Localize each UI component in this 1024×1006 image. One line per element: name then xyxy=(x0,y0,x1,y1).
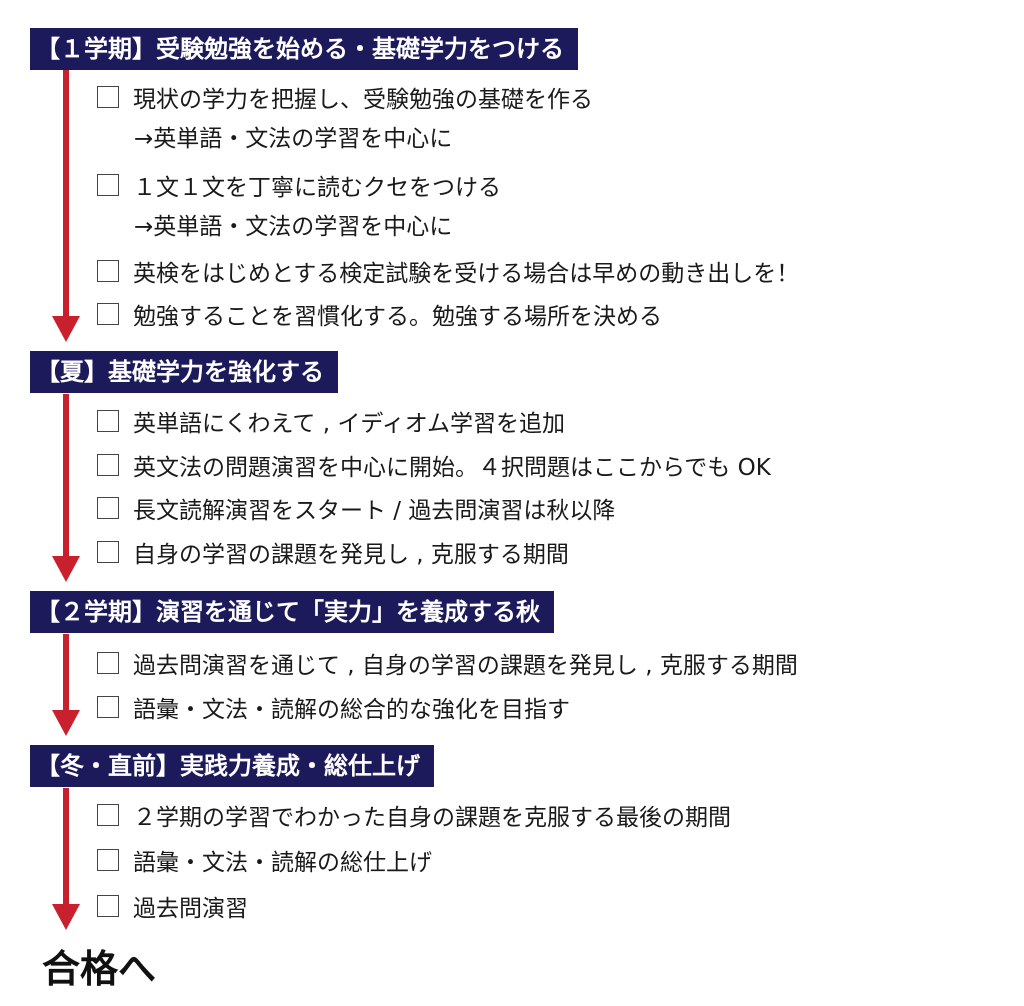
checklist-item: 英文法の問題演習を中心に開始。４択問題はここからでも OK xyxy=(97,450,771,481)
checkbox[interactable] xyxy=(97,541,119,563)
arrow-term1 xyxy=(52,70,80,342)
header-summer: 【夏】基礎学力を強化する xyxy=(30,351,338,393)
checkbox[interactable] xyxy=(97,174,119,196)
item-text: 語彙・文法・読解の総合的な強化を目指す xyxy=(133,697,570,723)
arrow-winter xyxy=(52,788,80,932)
item-subnote: →英単語・文法の学習を中心に xyxy=(134,214,453,240)
checkbox[interactable] xyxy=(97,303,119,325)
checkbox[interactable] xyxy=(97,454,119,476)
arrow-term2 xyxy=(52,634,80,736)
checklist-item: 英検をはじめとする検定試験を受ける場合は早めの動き出しを！ xyxy=(97,256,800,287)
arrow-summer xyxy=(52,394,80,582)
checkbox[interactable] xyxy=(97,895,119,917)
item-text: 英検をはじめとする検定試験を受ける場合は早めの動き出しを！ xyxy=(133,261,800,287)
item-text: 長文読解演習をスタート / 過去問演習は秋以降 xyxy=(133,498,616,524)
item-text: 現状の学力を把握し、受験勉強の基礎を作る xyxy=(133,87,593,113)
checklist-item: ２学期の学習でわかった自身の課題を克服する最後の期間 xyxy=(97,800,731,831)
checklist-item: 英単語にくわえて , イディオム学習を追加 xyxy=(97,406,566,437)
checkbox[interactable] xyxy=(97,497,119,519)
checklist-item: 語彙・文法・読解の総仕上げ xyxy=(97,845,432,876)
item-text: 過去問演習 xyxy=(133,896,248,922)
checkbox[interactable] xyxy=(97,410,119,432)
header-term1: 【１学期】受験勉強を始める・基礎学力をつける xyxy=(30,28,578,70)
checklist-item: 長文読解演習をスタート / 過去問演習は秋以降 xyxy=(97,493,616,524)
item-text: ２学期の学習でわかった自身の課題を克服する最後の期間 xyxy=(133,805,731,831)
item-text: 自身の学習の課題を発見し , 克服する期間 xyxy=(133,542,569,568)
item-text: 過去問演習を通じて , 自身の学習の課題を発見し , 克服する期間 xyxy=(133,653,798,679)
header-term2: 【２学期】演習を通じて「実力」を養成する秋 xyxy=(30,591,554,633)
checkbox[interactable] xyxy=(97,652,119,674)
header-winter: 【冬・直前】実践力養成・総仕上げ xyxy=(30,745,434,787)
checklist-item: １文１文を丁寧に読むクセをつける xyxy=(97,170,501,201)
item-text: 語彙・文法・読解の総仕上げ xyxy=(133,850,432,876)
checkbox[interactable] xyxy=(97,260,119,282)
checklist-item: 過去問演習 xyxy=(97,891,248,922)
checkbox[interactable] xyxy=(97,849,119,871)
item-text: 英文法の問題演習を中心に開始。４択問題はここからでも OK xyxy=(133,455,771,481)
item-text: １文１文を丁寧に読むクセをつける xyxy=(133,175,501,201)
checkbox[interactable] xyxy=(97,696,119,718)
item-text: 勉強することを習慣化する。勉強する場所を決める xyxy=(133,304,662,330)
checkbox[interactable] xyxy=(97,804,119,826)
item-text: 英単語にくわえて , イディオム学習を追加 xyxy=(133,411,566,437)
goal-text: 合格へ xyxy=(42,947,157,991)
checklist-item: 語彙・文法・読解の総合的な強化を目指す xyxy=(97,692,570,723)
checklist-item: 現状の学力を把握し、受験勉強の基礎を作る xyxy=(97,82,593,113)
checklist-item: 自身の学習の課題を発見し , 克服する期間 xyxy=(97,537,569,568)
checkbox[interactable] xyxy=(97,86,119,108)
item-subnote: →英単語・文法の学習を中心に xyxy=(134,126,453,152)
checklist-item: 勉強することを習慣化する。勉強する場所を決める xyxy=(97,299,662,330)
checklist-item: 過去問演習を通じて , 自身の学習の課題を発見し , 克服する期間 xyxy=(97,648,798,679)
